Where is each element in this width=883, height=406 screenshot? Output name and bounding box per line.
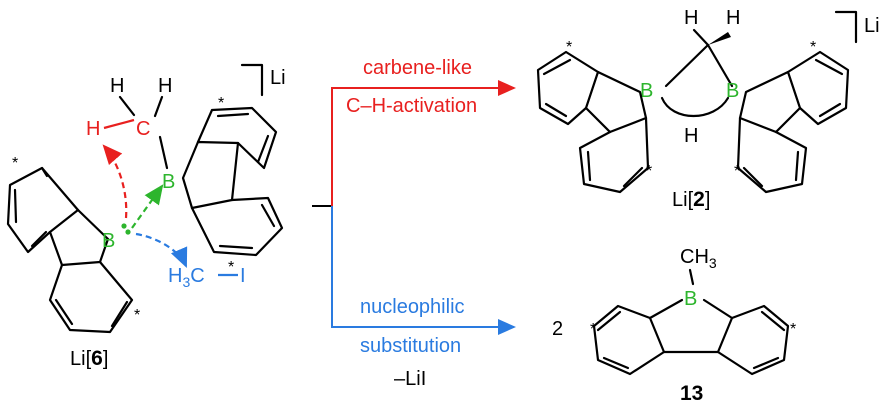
- hydrogen-b: H: [158, 75, 172, 97]
- hydrogen-top-right: H: [726, 7, 740, 29]
- stoichiometric-coefficient: 2: [552, 318, 563, 340]
- bracket-upper-product: [834, 10, 858, 44]
- boron-right-product: B: [726, 80, 739, 102]
- boron-product-13: B: [684, 288, 697, 310]
- asterisk-p4: *: [734, 163, 740, 180]
- reaction-arrows: carbene-like C–H-activation nucleophilic…: [312, 57, 516, 390]
- boron-atom-2: B: [162, 171, 175, 193]
- fluorenyl-product-right: [736, 50, 850, 194]
- red-curved-arrow: [102, 144, 128, 219]
- counter-ion-li-product: Li: [864, 15, 880, 37]
- ch-bond-left: [692, 28, 710, 47]
- product-13: 2 CH3 B * * 13: [552, 246, 796, 405]
- b-ch3-bond: [688, 268, 695, 286]
- lone-pair-dot: [121, 223, 127, 229]
- upper-label-line2: C–H-activation: [346, 95, 477, 117]
- fluorenyl-upper: [181, 106, 284, 257]
- bracket-left-compound: [240, 63, 264, 97]
- lower-label-line1: nucleophilic: [360, 296, 465, 318]
- compound-li6: Li * * B * * B H: [6, 63, 286, 370]
- compound-label-13: 13: [680, 382, 703, 405]
- wedge-bond: [708, 32, 731, 45]
- compound-label-left: Li[6]: [70, 347, 108, 370]
- lower-label-line2: substitution: [360, 335, 461, 357]
- asterisk-3: *: [218, 95, 224, 112]
- fluorenyl-lower: [6, 166, 134, 334]
- ch2-bridge: [664, 43, 734, 88]
- iodine-atom: I: [240, 265, 246, 287]
- hydrogen-a: H: [110, 75, 124, 97]
- asterisk-p1: *: [566, 39, 572, 56]
- upper-label-line1: carbene-like: [363, 57, 472, 79]
- blue-curved-arrow: [135, 232, 188, 269]
- methyl-group: CH3: [680, 246, 717, 271]
- asterisk-p2: *: [646, 163, 652, 180]
- hydrogen-bridge: H: [684, 125, 698, 147]
- hydrogen-red: H: [86, 118, 100, 140]
- counter-ion-li: Li: [270, 67, 286, 89]
- upper-arrow: [331, 80, 516, 206]
- bh-bridge: [660, 96, 730, 118]
- methyl-iodide: H3C: [168, 265, 205, 290]
- green-arrow: [131, 184, 164, 229]
- ch-bonds: [118, 95, 169, 170]
- asterisk-p3: *: [810, 39, 816, 56]
- lower-arrow: [331, 206, 516, 335]
- red-ch-bond: [103, 118, 135, 130]
- lower-label-line3: –LiI: [394, 368, 426, 390]
- asterisk-p5: *: [590, 321, 596, 338]
- compound-label-upper: Li[2]: [672, 188, 710, 211]
- hydrogen-top-left: H: [684, 7, 698, 29]
- boron-atom-1: B: [102, 230, 115, 252]
- carbon-top: C: [136, 118, 150, 140]
- asterisk-2: *: [134, 307, 140, 324]
- fluorenyl-product-13: [592, 298, 790, 376]
- asterisk-p6: *: [790, 321, 796, 338]
- asterisk-1: *: [12, 155, 18, 172]
- asterisk-4: *: [228, 259, 234, 276]
- fluorenyl-product-left: [536, 50, 650, 194]
- lone-pair-dot: [125, 229, 131, 235]
- boron-left-product: B: [640, 80, 653, 102]
- product-li2: Li H H B B H * * * * Li[2]: [536, 7, 880, 211]
